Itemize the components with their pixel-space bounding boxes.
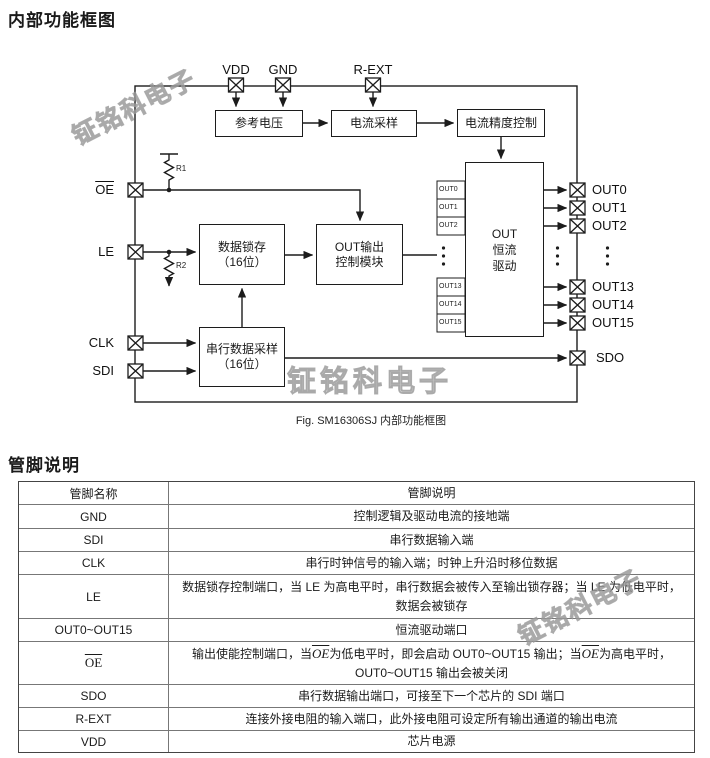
pin-name: OUT0~OUT15 — [19, 619, 169, 641]
pin-label-out1: OUT1 — [592, 200, 627, 215]
block-reference-voltage: 参考电压 — [215, 110, 303, 137]
pin-terminal-gnd — [274, 77, 292, 93]
pin-terminal-oe — [127, 182, 144, 198]
pin-label-oe: OE — [95, 182, 114, 197]
pin-desc: 输出使能控制端口，当OE为低电平时，即会启动 OUT0~OUT15 输出；当OE… — [169, 642, 694, 684]
pin-terminal-clk — [127, 335, 144, 351]
oe-symbol: OE — [581, 645, 600, 661]
pin-name: SDI — [19, 529, 169, 551]
block-current-sampling: 电流采样 — [331, 110, 417, 137]
pin-terminals — [127, 77, 586, 379]
pin-label-rext: R-EXT — [353, 62, 393, 77]
pin-terminal-out1 — [569, 200, 586, 216]
table-row-sdo: SDO 串行数据输出端口，可接至下一个芯片的 SDI 端口 — [19, 684, 694, 707]
pin-terminal-out15 — [569, 315, 586, 331]
stub-label-out1: OUT1 — [439, 204, 458, 211]
pin-label-le: LE — [98, 244, 114, 259]
figure-caption: Fig. SM16306SJ 内部功能框图 — [295, 415, 447, 427]
table-row-sdi: SDI 串行数据输入端 — [19, 528, 694, 551]
pin-terminal-out0 — [569, 182, 586, 198]
pin-description-table: 管脚名称 管脚说明 GND 控制逻辑及驱动电流的接地端 SDI 串行数据输入端 … — [18, 481, 695, 753]
resistor-label-r2: R2 — [176, 261, 187, 270]
junction-dots — [166, 187, 172, 255]
block-serial-data-sampling: 串行数据采样 （16位） — [199, 327, 285, 387]
table-row-gnd: GND 控制逻辑及驱动电流的接地端 — [19, 504, 694, 528]
pin-desc: 连接外接电阻的输入端口，此外接电阻可设定所有输出通道的输出电流 — [245, 711, 618, 726]
pin-label-clk: CLK — [88, 335, 114, 350]
block-out-output-control: OUT输出 控制模块 — [316, 224, 403, 285]
pin-terminal-out14 — [569, 297, 586, 313]
table-row-le: LE 数据锁存控制端口，当 LE 为高电平时，串行数据会被传入至输出锁存器；当 … — [19, 574, 694, 618]
chip-boundary-box — [134, 85, 578, 403]
diagram-lines-layer — [127, 77, 610, 403]
pin-desc: 控制逻辑及驱动电流的接地端 — [353, 509, 510, 523]
pin-name: SDO — [19, 685, 169, 707]
pin-name: LE — [19, 575, 169, 618]
pin-label-out14: OUT14 — [592, 297, 634, 312]
pin-name: OE — [19, 642, 169, 684]
pin-desc: 串行数据输出端口，可接至下一个芯片的 SDI 端口 — [298, 688, 565, 703]
pin-label-gnd: GND — [268, 62, 298, 77]
table-row-vdd: VDD 芯片电源 — [19, 730, 694, 752]
block-out-constant-current-drive: OUT 恒流 驱动 — [465, 162, 544, 337]
pin-label-vdd: VDD — [222, 62, 250, 77]
pin-terminal-out2 — [569, 218, 586, 234]
stub-label-out13: OUT13 — [439, 283, 462, 290]
pin-label-sdi: SDI — [92, 363, 114, 378]
page-title-block-diagram: 内部功能框图 — [8, 11, 116, 30]
pin-terminal-out13 — [569, 279, 586, 295]
pin-name: R-EXT — [19, 708, 169, 730]
pin-label-out0: OUT0 — [592, 182, 627, 197]
stub-label-out15: OUT15 — [439, 319, 462, 326]
pin-label-out13: OUT13 — [592, 279, 634, 294]
pin-label-sdo: SDO — [596, 350, 625, 365]
pin-desc: 数据锁存控制端口，当 LE 为高电平时，串行数据会被传入至输出锁存器；当 LE … — [182, 579, 681, 613]
pin-name: CLK — [19, 552, 169, 574]
resistor-label-r1: R1 — [176, 164, 187, 173]
pin-name: GND — [19, 505, 169, 528]
stub-label-out0: OUT0 — [439, 186, 458, 193]
table-row-out0-out15: OUT0~OUT15 恒流驱动端口 — [19, 618, 694, 641]
oe-desc-text: 输出使能控制端口，当OE为低电平时，即会启动 OUT0~OUT15 输出；当OE… — [191, 645, 672, 680]
table-row-clk: CLK 串行时钟信号的输入端；时钟上升沿时移位数据 — [19, 551, 694, 574]
table-header-row: 管脚名称 管脚说明 — [19, 482, 694, 504]
pin-desc: 串行数据输入端 — [389, 532, 474, 547]
pin-desc: 串行时钟信号的输入端；时钟上升沿时移位数据 — [305, 555, 558, 570]
ellipsis-dots — [441, 246, 610, 266]
page-title-pin-description: 管脚说明 — [8, 456, 80, 475]
table-row-oe: OE 输出使能控制端口，当OE为低电平时，即会启动 OUT0~OUT15 输出；… — [19, 641, 694, 684]
pin-terminal-rext — [364, 77, 382, 93]
block-current-precision-control: 电流精度控制 — [457, 109, 545, 137]
pin-desc: 恒流驱动端口 — [395, 622, 468, 637]
table-row-rext: R-EXT 连接外接电阻的输入端口，此外接电阻可设定所有输出通道的输出电流 — [19, 707, 694, 730]
stub-label-out14: OUT14 — [439, 301, 462, 308]
oe-overline: OE — [84, 655, 103, 670]
pin-terminal-sdo — [569, 350, 586, 366]
header-pin-name: 管脚名称 — [19, 482, 169, 504]
pin-terminal-vdd — [227, 77, 245, 93]
block-data-latch: 数据锁存 （16位） — [199, 224, 285, 285]
pin-label-out15: OUT15 — [592, 315, 634, 330]
pin-terminal-sdi — [127, 363, 144, 379]
block-diagram: 参考电压 电流采样 电流精度控制 数据锁存 （16位） OUT输出 控制模块 O… — [67, 62, 634, 427]
pin-desc: 芯片电源 — [407, 734, 456, 748]
pin-name: VDD — [19, 731, 169, 752]
oe-symbol: OE — [311, 645, 330, 661]
stub-label-out2: OUT2 — [439, 222, 458, 229]
pin-label-out2: OUT2 — [592, 218, 627, 233]
pin-terminal-le — [127, 244, 144, 260]
header-pin-desc: 管脚说明 — [407, 485, 456, 500]
